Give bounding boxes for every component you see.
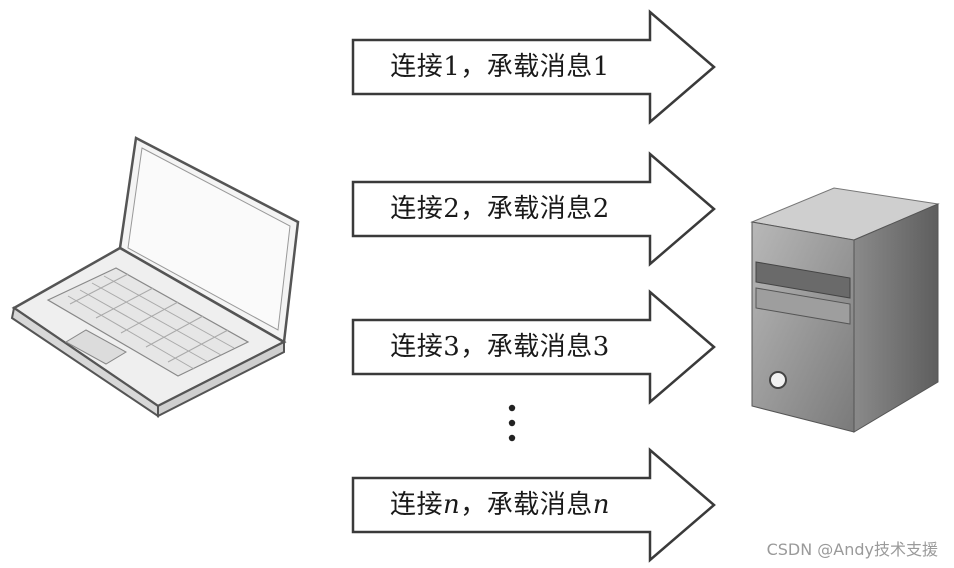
server-tower-icon xyxy=(742,170,952,440)
label-prefix: 连接 xyxy=(389,490,443,520)
connection-arrow-2: 连接2，承载消息2 xyxy=(350,150,718,268)
watermark-text: CSDN @Andy技术支援 xyxy=(766,540,938,559)
label-variable: n xyxy=(592,490,611,520)
vertical-ellipsis-icon xyxy=(506,402,518,446)
label-variable: n xyxy=(443,490,461,520)
connection-arrow-3: 连接3，承载消息3 xyxy=(350,288,718,406)
laptop-icon xyxy=(8,130,308,420)
connection-arrow-n: 连接n，承载消息n xyxy=(350,446,718,564)
connection-label: 连接3，承载消息3 xyxy=(390,332,610,362)
connection-label: 连接n，承载消息n xyxy=(350,446,650,564)
label-mid: ，承载消息 xyxy=(460,490,593,520)
connection-label: 连接1，承载消息1 xyxy=(390,52,610,82)
connection-label: 连接2，承载消息2 xyxy=(390,194,610,224)
connection-arrow-1: 连接1，承载消息1 xyxy=(350,8,718,126)
